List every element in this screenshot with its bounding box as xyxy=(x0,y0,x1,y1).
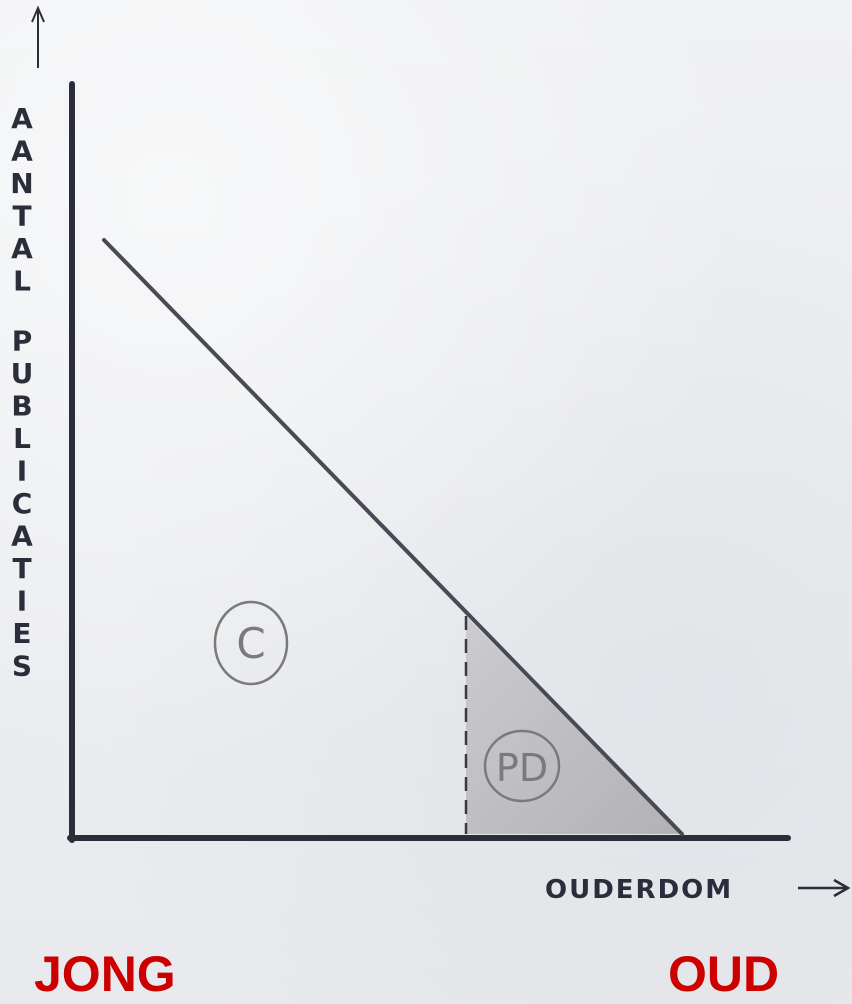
x-axis-label: OUDERDOM xyxy=(545,875,733,905)
publication-decline-line xyxy=(102,238,684,836)
old-label: OUD xyxy=(668,946,780,1002)
region-pd-marker: PD xyxy=(483,729,561,803)
region-pd-label: PD xyxy=(496,746,548,790)
x-axis-arrow xyxy=(798,878,851,898)
young-label: JONG xyxy=(34,946,176,1002)
region-c-label: C xyxy=(236,619,265,668)
region-c-marker: C xyxy=(213,600,289,686)
y-axis-arrow xyxy=(31,5,45,68)
